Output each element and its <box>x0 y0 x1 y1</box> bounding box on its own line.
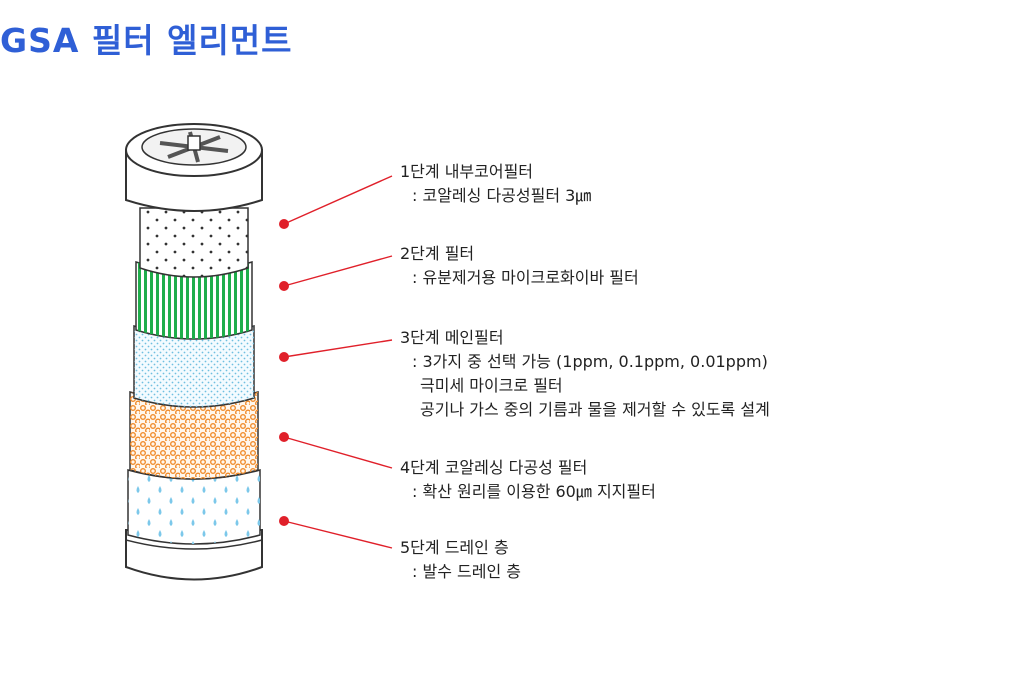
stage-2-marker <box>279 281 289 291</box>
stage-2-microfiber-layer <box>135 260 253 340</box>
stage-3-leader <box>279 339 393 362</box>
stage-4-desc: : 확산 원리를 이용한 60㎛ 지지필터 <box>412 482 656 501</box>
stage-5-label: 5단계 드레인 층 : 발수 드레인 층 <box>400 536 521 584</box>
stage-5-marker <box>279 516 289 526</box>
stage-4-label: 4단계 코알레싱 다공성 필터 : 확산 원리를 이용한 60㎛ 지지필터 <box>400 456 656 504</box>
stage-2-desc: : 유분제거용 마이크로화이바 필터 <box>412 268 639 287</box>
stage-4-coalescing-layer <box>129 391 259 480</box>
stage-1-leader <box>279 175 393 229</box>
stage-3-desc-3: 공기나 가스 중의 기름과 물을 제거할 수 있도록 설계 <box>420 400 770 419</box>
stage-3-label: 3단계 메인필터 : 3가지 중 선택 가능 (1ppm, 0.1ppm, 0.… <box>400 326 770 422</box>
stage-1-marker <box>279 219 289 229</box>
bottom-cap <box>125 529 263 581</box>
stage-1-heading: 1단계 내부코어필터 <box>400 162 534 181</box>
stage-4-leader <box>279 432 393 469</box>
stage-1-desc: : 코알레싱 다공성필터 3㎛ <box>412 186 592 205</box>
stage-2-heading: 2단계 필터 <box>400 244 475 263</box>
stage-4-marker <box>279 432 289 442</box>
stage-5-desc: : 발수 드레인 층 <box>412 562 521 581</box>
stage-1-label: 1단계 내부코어필터 : 코알레싱 다공성필터 3㎛ <box>400 160 591 208</box>
stage-4-heading: 4단계 코알레싱 다공성 필터 <box>400 458 588 477</box>
stage-3-heading: 3단계 메인필터 <box>400 328 504 347</box>
page-title: GSA 필터 엘리먼트 <box>0 21 293 60</box>
stage-1-inner-core-layer <box>139 207 249 278</box>
stage-3-desc-2: 극미세 마이크로 필터 <box>420 376 563 395</box>
stage-5-leader <box>279 516 393 549</box>
stage-5-drain-layer <box>127 469 261 545</box>
stage-2-leader <box>279 255 393 291</box>
stage-3-main-filter-layer <box>133 324 255 408</box>
stage-3-marker <box>279 352 289 362</box>
stage-5-heading: 5단계 드레인 층 <box>400 538 509 557</box>
stage-2-label: 2단계 필터 : 유분제거용 마이크로화이바 필터 <box>400 242 639 290</box>
stage-3-desc-1: : 3가지 중 선택 가능 (1ppm, 0.1ppm, 0.01ppm) <box>412 352 768 371</box>
top-cap <box>125 123 263 212</box>
